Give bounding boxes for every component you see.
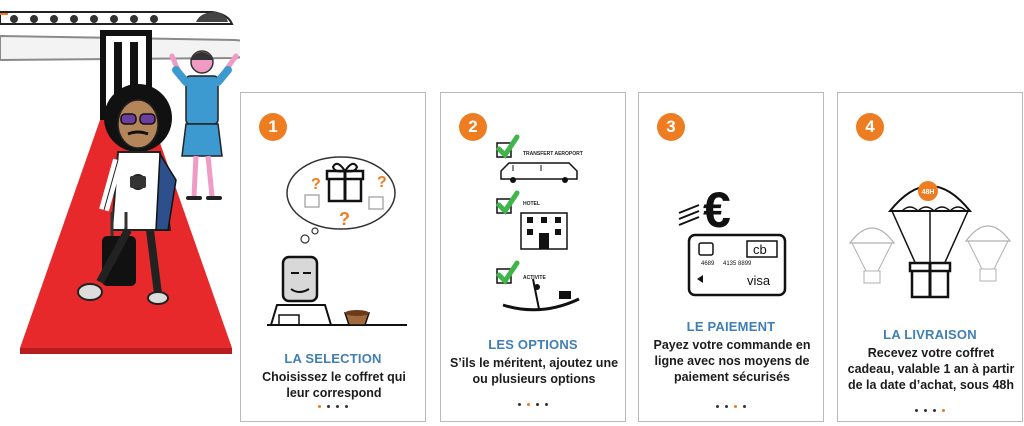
option-label: ACTIVITE: [523, 275, 546, 281]
step-description: S’ils le méritent, ajoutez une ou plusie…: [449, 356, 619, 386]
svg-text:€: €: [703, 182, 731, 238]
step-title: LA LIVRAISON: [883, 327, 977, 342]
step-number: 4: [856, 113, 884, 141]
checkmark-icon: [496, 134, 520, 159]
step-card-selection: 1 ? ? ? LA SELECTION: [240, 92, 426, 422]
svg-text:?: ?: [339, 209, 350, 229]
delivery-illustration: 48H: [848, 181, 1012, 299]
option-label: HOTEL: [523, 201, 540, 207]
step-description: Payez votre commande en ligne avec nos m…: [653, 338, 811, 384]
gondola-icon: [502, 278, 580, 312]
step-number: 3: [657, 113, 685, 141]
svg-text:48H: 48H: [922, 189, 935, 196]
step-indicator: [639, 405, 823, 408]
svg-text:?: ?: [377, 174, 387, 191]
limousine-icon: [500, 162, 578, 183]
svg-text:cb: cb: [753, 242, 767, 257]
credit-card-icon: cb 4689 4135 8899 visa: [687, 233, 787, 297]
gift-box-icon: [325, 162, 365, 203]
parachute-gift-icon: 48H: [887, 181, 973, 299]
step-title: LES OPTIONS: [488, 337, 578, 352]
step-indicator: [241, 405, 425, 408]
svg-text:visa: visa: [747, 273, 771, 288]
svg-text:4689: 4689: [701, 261, 715, 267]
step-card-payment: 3 € cb 4689 4135 8899 visa LE PAIEMENT P…: [638, 92, 824, 422]
traveler-illustration: [77, 84, 177, 305]
step-indicator: [838, 409, 1022, 412]
step-title: LE PAIEMENT: [686, 319, 776, 334]
coffee-cup-icon: [343, 310, 371, 326]
euro-icon: €: [678, 182, 731, 238]
man-at-desk-icon: [269, 255, 333, 326]
step-description: Choisissez le coffret qui leur correspon…: [262, 370, 406, 400]
step-description: Recevez votre coffret cadeau, valable 1 …: [847, 346, 1015, 392]
options-illustration: TRANSFERT AEROPORT HOTEL ACTIVITE: [496, 134, 583, 312]
step-number: 2: [459, 113, 487, 141]
hostess-illustration: [169, 50, 239, 200]
step-number: 1: [259, 113, 287, 141]
step-card-options: 2 TRANSFERT AEROPORT HOTEL: [440, 92, 626, 422]
hero-illustration: [0, 11, 240, 354]
step-title: LA SELECTION: [284, 351, 382, 366]
question-mark-icon: ?: [311, 176, 321, 193]
hotel-icon: [520, 212, 568, 250]
option-label: TRANSFERT AEROPORT: [523, 151, 583, 157]
svg-text:4135 8899: 4135 8899: [723, 261, 752, 267]
step-indicator: [441, 403, 625, 406]
payment-illustration: € cb 4689 4135 8899 visa: [678, 182, 787, 297]
step-card-delivery: 4 48H LA LIVRAISON Recevez votre coffret…: [837, 92, 1023, 422]
selection-illustration: ? ? ?: [267, 156, 407, 326]
